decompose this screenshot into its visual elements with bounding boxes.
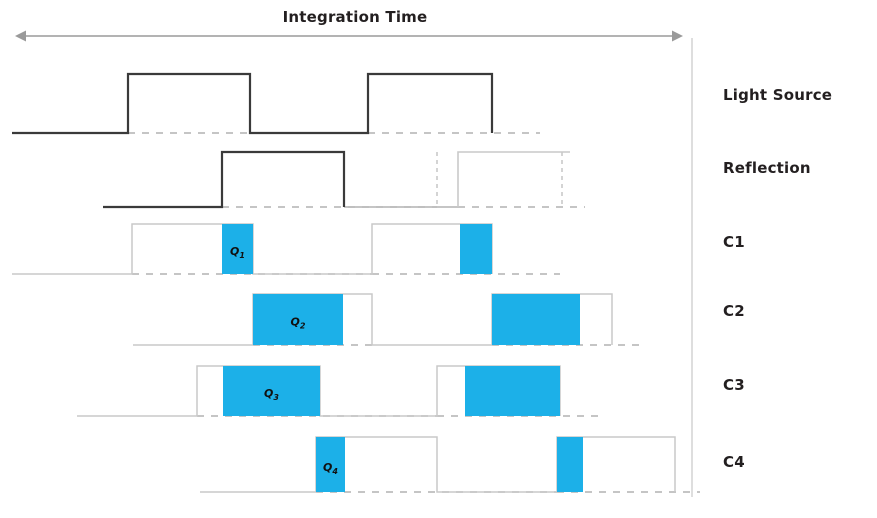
charge-block-c4-1 xyxy=(557,437,583,492)
charge-block-c4-0 xyxy=(316,437,345,492)
charge-label-c2: Q2 xyxy=(291,316,306,331)
charge-block-c1-1 xyxy=(460,224,492,274)
charge-label-symbol: Q xyxy=(230,245,239,258)
ghost-waveform-reflection-0 xyxy=(457,151,570,207)
integration-time-title: Integration Time xyxy=(283,8,428,26)
charge-block-c2-1 xyxy=(492,294,580,345)
charge-label-c1: Q1 xyxy=(230,245,245,260)
arrow-head-left-icon xyxy=(15,30,26,42)
charge-label-subscript: 4 xyxy=(331,467,338,476)
charge-label-symbol: Q xyxy=(291,316,300,329)
charge-block-c2-0 xyxy=(253,294,343,345)
row-label-c3: C3 xyxy=(723,376,745,394)
charge-label-symbol: Q xyxy=(264,387,273,400)
charge-block-c3-0 xyxy=(223,366,320,416)
charge-label-c4: Q4 xyxy=(323,461,338,476)
charge-label-symbol: Q xyxy=(323,461,332,474)
waveform-light-source xyxy=(12,72,494,135)
charge-label-subscript: 2 xyxy=(300,322,306,331)
row-label-c2: C2 xyxy=(723,302,745,320)
waveform-c4 xyxy=(200,436,676,493)
waveform-layer xyxy=(12,72,494,209)
charge-label-subscript: 1 xyxy=(239,251,245,260)
row-label-c1: C1 xyxy=(723,233,745,251)
integration-time-arrow-group xyxy=(15,30,683,42)
charge-block-c1-0 xyxy=(222,224,253,274)
row-label-reflection: Reflection xyxy=(723,159,811,177)
row-label-c4: C4 xyxy=(723,453,745,471)
charge-label-c3: Q3 xyxy=(264,387,279,402)
arrow-head-right-icon xyxy=(672,30,683,42)
waveform-reflection xyxy=(103,150,346,209)
charge-fill-layer xyxy=(222,224,583,492)
charge-block-c3-1 xyxy=(465,366,560,416)
charge-label-subscript: 3 xyxy=(273,393,279,402)
row-label-light-source: Light Source xyxy=(723,86,832,104)
baseline-layer xyxy=(128,132,700,493)
